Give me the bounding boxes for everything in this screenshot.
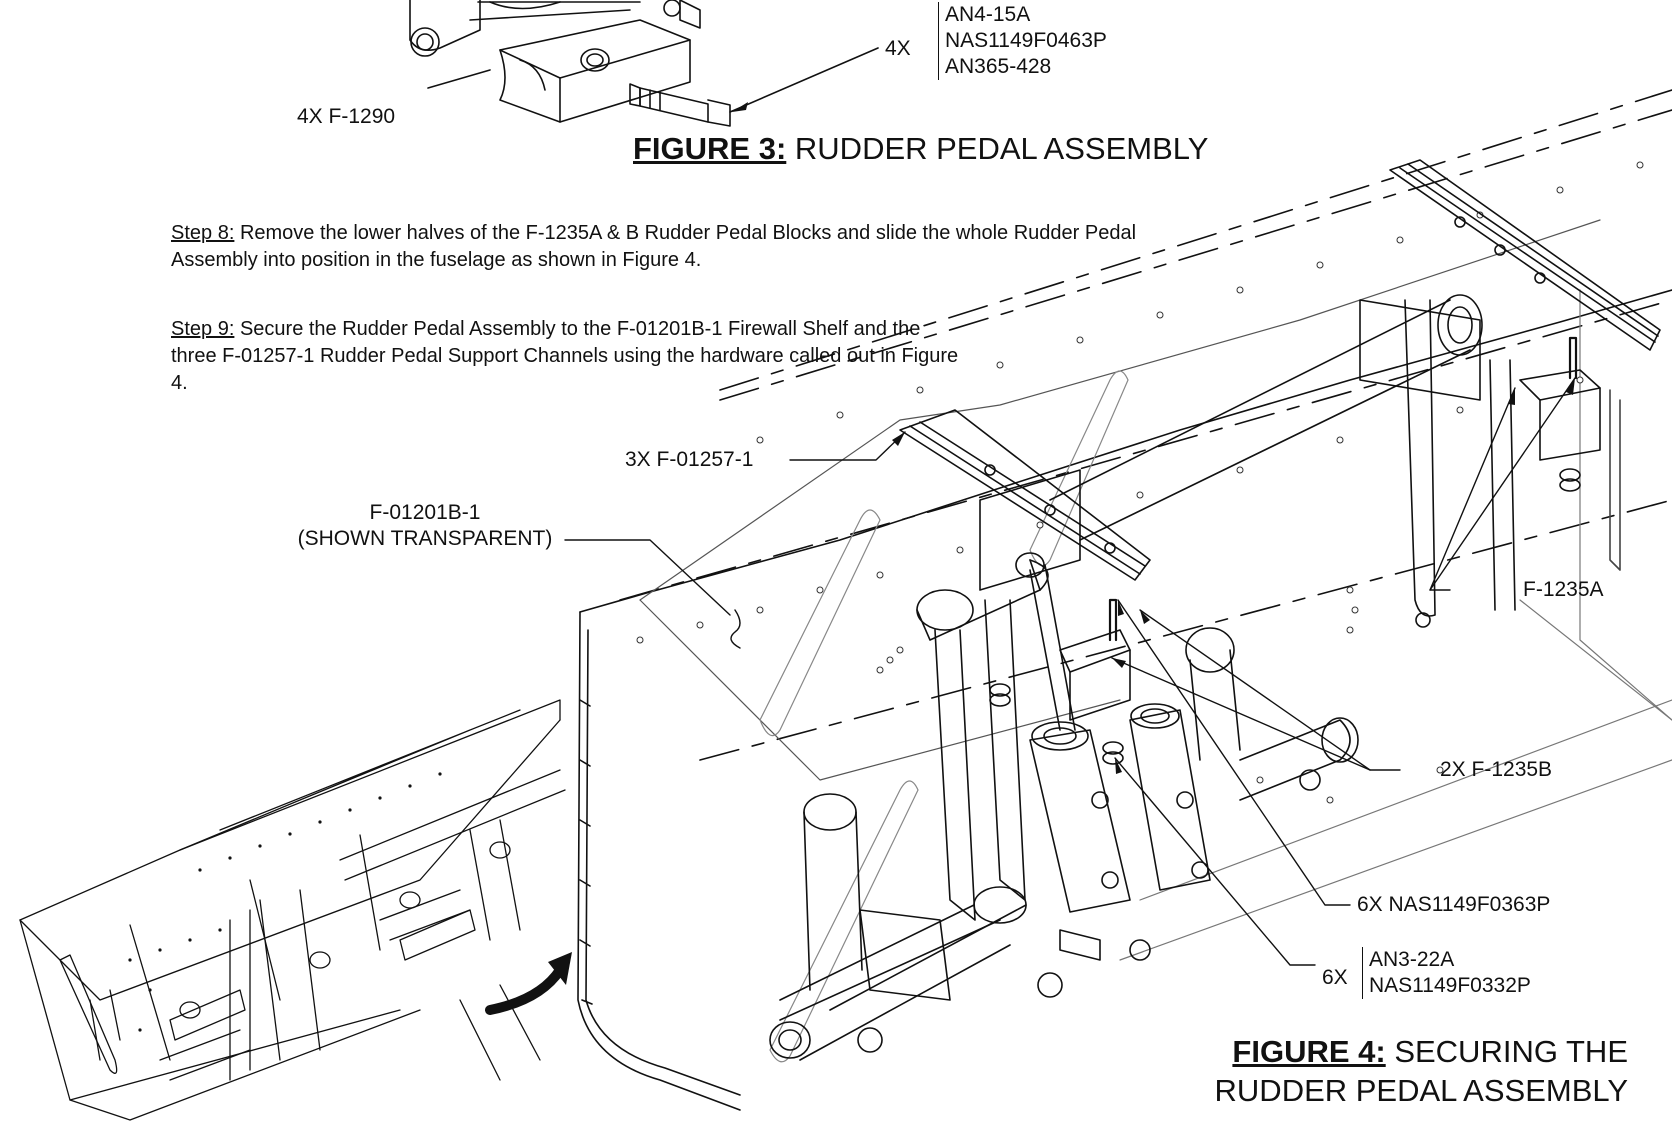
hw-part: AN365-428 [945, 55, 1052, 78]
bolt-part: NAS1149F0332P [1369, 974, 1531, 997]
step-8-text: Remove the lower halves of the F-1235A &… [171, 222, 1137, 271]
inset-rivets [128, 772, 442, 1032]
callout-shelf-line1: F-01201B-1 [369, 501, 481, 524]
callout-washer: 6X NAS1149F0363P [1357, 893, 1551, 916]
callout-f1290: 4X F-1290 [297, 105, 396, 128]
figure4-title-label: FIGURE 4: [1232, 1034, 1386, 1069]
fig4-arrowheads [892, 378, 1575, 774]
callout-fig3-hw-qty: 4X [885, 37, 911, 60]
inset-overview [19, 699, 566, 1121]
figure3-title: FIGURE 3: RUDDER PEDAL ASSEMBLY [633, 130, 1208, 168]
figure4-title-line1: FIGURE 4: SECURING THE [1120, 1033, 1628, 1071]
callout-block-a: F-1235A [1523, 578, 1604, 601]
rivet-holes [636, 161, 1644, 804]
pedal-cross-tube [1049, 294, 1483, 541]
figure3-fragment [409, 0, 731, 127]
figure4-title-line2: RUDDER PEDAL ASSEMBLY [1214, 1073, 1628, 1108]
hw-part: AN4-15A [945, 3, 1031, 26]
callout-bolt-qty: 6X [1322, 966, 1348, 989]
leader-hw-fig3 [729, 47, 879, 113]
bolt-part: AN3-22A [1369, 948, 1455, 971]
step-9-text: Secure the Rudder Pedal Assembly to the … [171, 318, 959, 394]
figure3-title-label: FIGURE 3: [633, 131, 787, 166]
callout-fig3-hw-list: AN4-15A NAS1149F0463P AN365-428 [938, 2, 1107, 80]
transition-arrow [485, 965, 565, 1015]
leader-f1290 [427, 69, 491, 89]
callout-shelf-line2: (SHOWN TRANSPARENT) [297, 527, 553, 550]
figure4-title-text: SECURING THE [1385, 1034, 1628, 1069]
figure3-title-text: RUDDER PEDAL ASSEMBLY [786, 131, 1209, 166]
pedal-blocks [979, 336, 1601, 765]
hw-part: NAS1149F0463P [945, 29, 1107, 52]
support-channels [899, 159, 1661, 581]
step-8-label: Step 8: [171, 222, 235, 244]
step-9-label: Step 9: [171, 318, 235, 340]
callout-bolt-list: AN3-22A NAS1149F0332P [1362, 947, 1531, 999]
callout-support-channels: 3X F-01257-1 [625, 448, 754, 471]
callout-block-b: 2X F-1235B [1440, 758, 1553, 781]
fuselage-side-skin [577, 89, 1672, 1111]
rudder-pedals [769, 552, 1359, 1061]
step-8: Step 8: Remove the lower halves of the F… [171, 220, 1151, 274]
step-9: Step 9: Secure the Rudder Pedal Assembly… [171, 316, 961, 397]
